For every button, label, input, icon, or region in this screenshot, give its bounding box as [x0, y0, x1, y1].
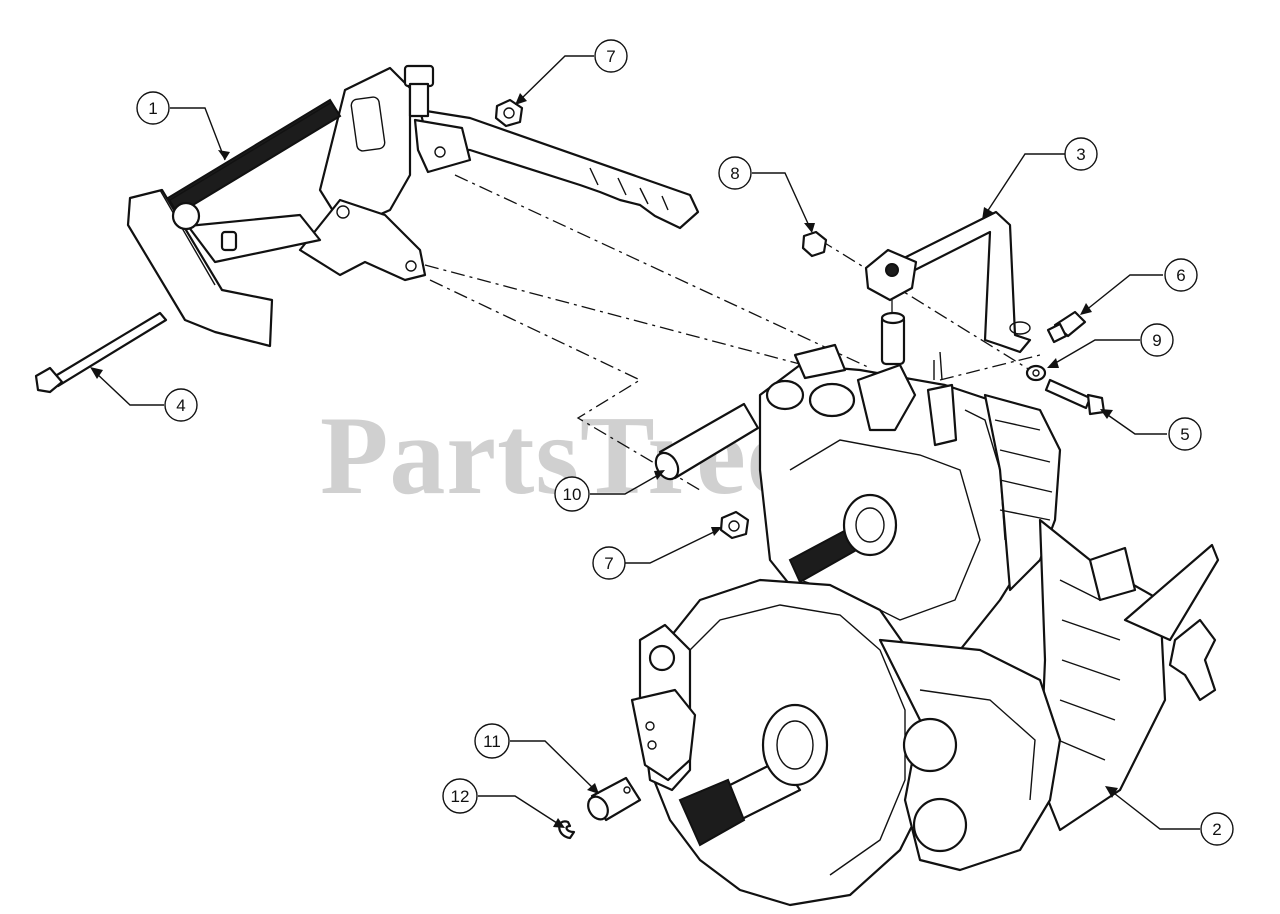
svg-text:12: 12 [451, 787, 470, 806]
pin-part-11[interactable] [584, 776, 642, 823]
bolt-part-5[interactable] [1044, 378, 1106, 416]
callout-8: 8 [718, 156, 752, 190]
svg-text:1: 1 [148, 99, 157, 118]
alignment-lines [424, 174, 1041, 491]
bolt-part-6[interactable] [1046, 310, 1087, 344]
transaxle-part-2[interactable] [630, 311, 1220, 907]
svg-text:10: 10 [563, 485, 582, 504]
callout-7-lower: 7 [592, 546, 626, 580]
long-bolt-part-4[interactable] [34, 311, 168, 394]
svg-text:7: 7 [604, 554, 613, 573]
svg-text:9: 9 [1152, 331, 1161, 350]
callout-leaders [90, 55, 1200, 830]
callout-3: 3 [1064, 137, 1098, 171]
svg-text:3: 3 [1076, 145, 1085, 164]
rod-bracket-part-3[interactable] [864, 210, 1032, 354]
callout-2: 2 [1200, 812, 1234, 846]
tube-part-10[interactable] [651, 402, 760, 483]
lever-bracket-assembly[interactable] [126, 64, 700, 348]
svg-text:5: 5 [1180, 425, 1189, 444]
washer-part-9[interactable] [1025, 364, 1047, 382]
callout-6: 6 [1164, 258, 1198, 292]
callout-10: 10 [554, 476, 590, 512]
callout-4: 4 [164, 388, 198, 422]
callout-7-upper: 7 [594, 39, 628, 73]
svg-text:7: 7 [606, 47, 615, 66]
svg-text:11: 11 [483, 732, 501, 751]
nut-part-8[interactable] [801, 230, 828, 258]
svg-text:8: 8 [730, 164, 739, 183]
callout-5: 5 [1168, 417, 1202, 451]
nut-part-7-lower[interactable] [719, 510, 750, 540]
callout-1: 1 [136, 91, 170, 125]
svg-text:6: 6 [1176, 266, 1185, 285]
callout-9: 9 [1140, 323, 1174, 357]
nut-part-7-upper[interactable] [494, 98, 524, 128]
svg-text:2: 2 [1212, 820, 1221, 839]
callout-11: 11 [474, 723, 510, 759]
svg-text:4: 4 [176, 396, 185, 415]
callout-12: 12 [442, 778, 478, 814]
